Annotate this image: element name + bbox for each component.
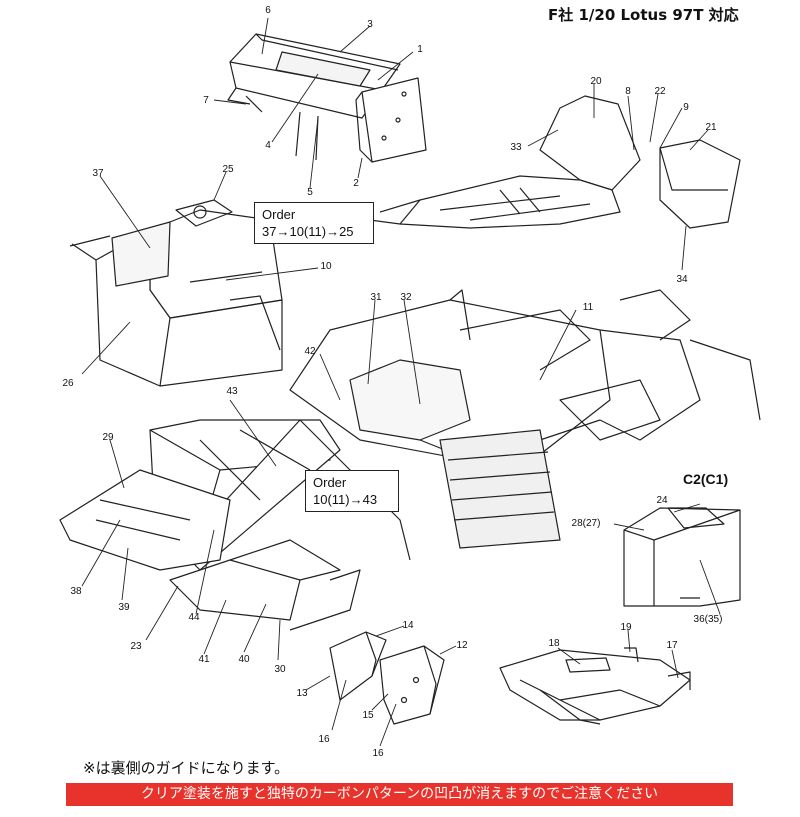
part-label: 39 (118, 602, 130, 613)
leader-lines (81, 17, 721, 747)
undertray (499, 647, 691, 725)
part-label: 44 (188, 612, 200, 623)
chassis (289, 289, 761, 549)
order-sequence: 10(11)→43 (313, 492, 378, 507)
part-label: 3 (367, 19, 373, 30)
part-label: 19 (620, 622, 632, 633)
part-number-labels: 1234567891011121314151616171819202122232… (62, 5, 722, 759)
part-label: 31 (370, 292, 382, 303)
sheet-c2-label: C2(C1) (683, 471, 729, 487)
part-label: 6 (265, 5, 271, 16)
front-nose-and-wings (59, 419, 411, 631)
part-label: 1 (417, 44, 423, 55)
part-label: 4 (265, 140, 271, 151)
part-label: 24 (656, 495, 668, 506)
engine-cover (69, 199, 283, 387)
sidepod-panel (623, 507, 741, 607)
part-label: 36(35) (694, 614, 723, 625)
part-label: 15 (362, 710, 374, 721)
part-label: 21 (705, 122, 717, 133)
part-label: 32 (400, 292, 412, 303)
nose-cone (369, 95, 741, 229)
rear-wing (227, 33, 427, 163)
part-label: 34 (676, 274, 688, 285)
part-label: 16 (318, 734, 330, 745)
part-label: 41 (198, 654, 210, 665)
part-label: 18 (548, 638, 560, 649)
part-label: 20 (590, 76, 602, 87)
part-label: 25 (222, 164, 234, 175)
part-label: 23 (130, 641, 142, 652)
part-label: 2 (353, 178, 359, 189)
part-label: 29 (102, 432, 114, 443)
part-label: 38 (70, 586, 82, 597)
part-label: 40 (238, 654, 250, 665)
clear-coat-warning: クリア塗装を施すと独特のカーボンパターンの凹凸が消えますのでご注意ください (66, 783, 733, 806)
part-label: 13 (296, 688, 308, 699)
part-label: 43 (226, 386, 238, 397)
order-heading: Order (313, 475, 347, 490)
order-note-1: Order 37→10(11)→25 (254, 202, 374, 244)
part-label: 17 (666, 640, 678, 651)
part-label: 37 (92, 168, 104, 179)
part-label: 11 (583, 302, 594, 313)
part-label: 12 (456, 640, 468, 651)
part-label: 42 (304, 346, 316, 357)
order-sequence: 37→10(11)→25 (262, 224, 354, 239)
part-label: 5 (307, 187, 313, 198)
order-heading: Order (262, 207, 296, 222)
part-label: 28(27) (572, 518, 601, 529)
part-label: 8 (625, 86, 631, 97)
small-panels (329, 631, 445, 725)
part-label: 7 (203, 95, 209, 106)
part-label: 16 (372, 748, 384, 759)
part-label: 9 (683, 102, 689, 113)
guide-note: ※は裏側のガイドになります。 (83, 759, 290, 777)
part-label: 26 (62, 378, 74, 389)
part-label: 33 (510, 142, 522, 153)
part-label: 14 (402, 620, 414, 631)
page-title: F社 1/20 Lotus 97T 対応 (548, 6, 739, 24)
part-label: 10 (320, 261, 332, 272)
order-note-2: Order 10(11)→43 (305, 470, 399, 512)
part-label: 22 (654, 86, 666, 97)
part-label: 30 (274, 664, 286, 675)
